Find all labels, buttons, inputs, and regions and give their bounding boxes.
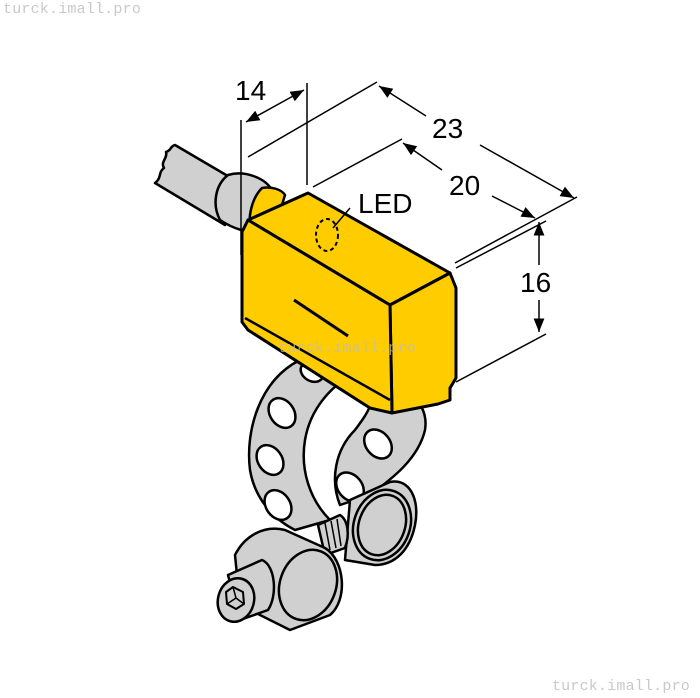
dimension-16: 16 <box>520 267 551 298</box>
led-indicator <box>315 218 339 252</box>
dimension-lines <box>240 81 578 383</box>
dimension-23: 23 <box>432 113 463 144</box>
dimension-20: 20 <box>449 170 480 201</box>
watermark-bottom: turck.imall.pro <box>551 678 690 695</box>
watermark-center: turck.imall.pro <box>278 340 417 357</box>
sensor-housing <box>240 191 458 415</box>
dimension-14: 14 <box>235 75 266 106</box>
mounting-clamp <box>216 358 427 632</box>
led-label: LED <box>358 188 412 219</box>
watermark-top: turck.imall.pro <box>3 1 142 18</box>
